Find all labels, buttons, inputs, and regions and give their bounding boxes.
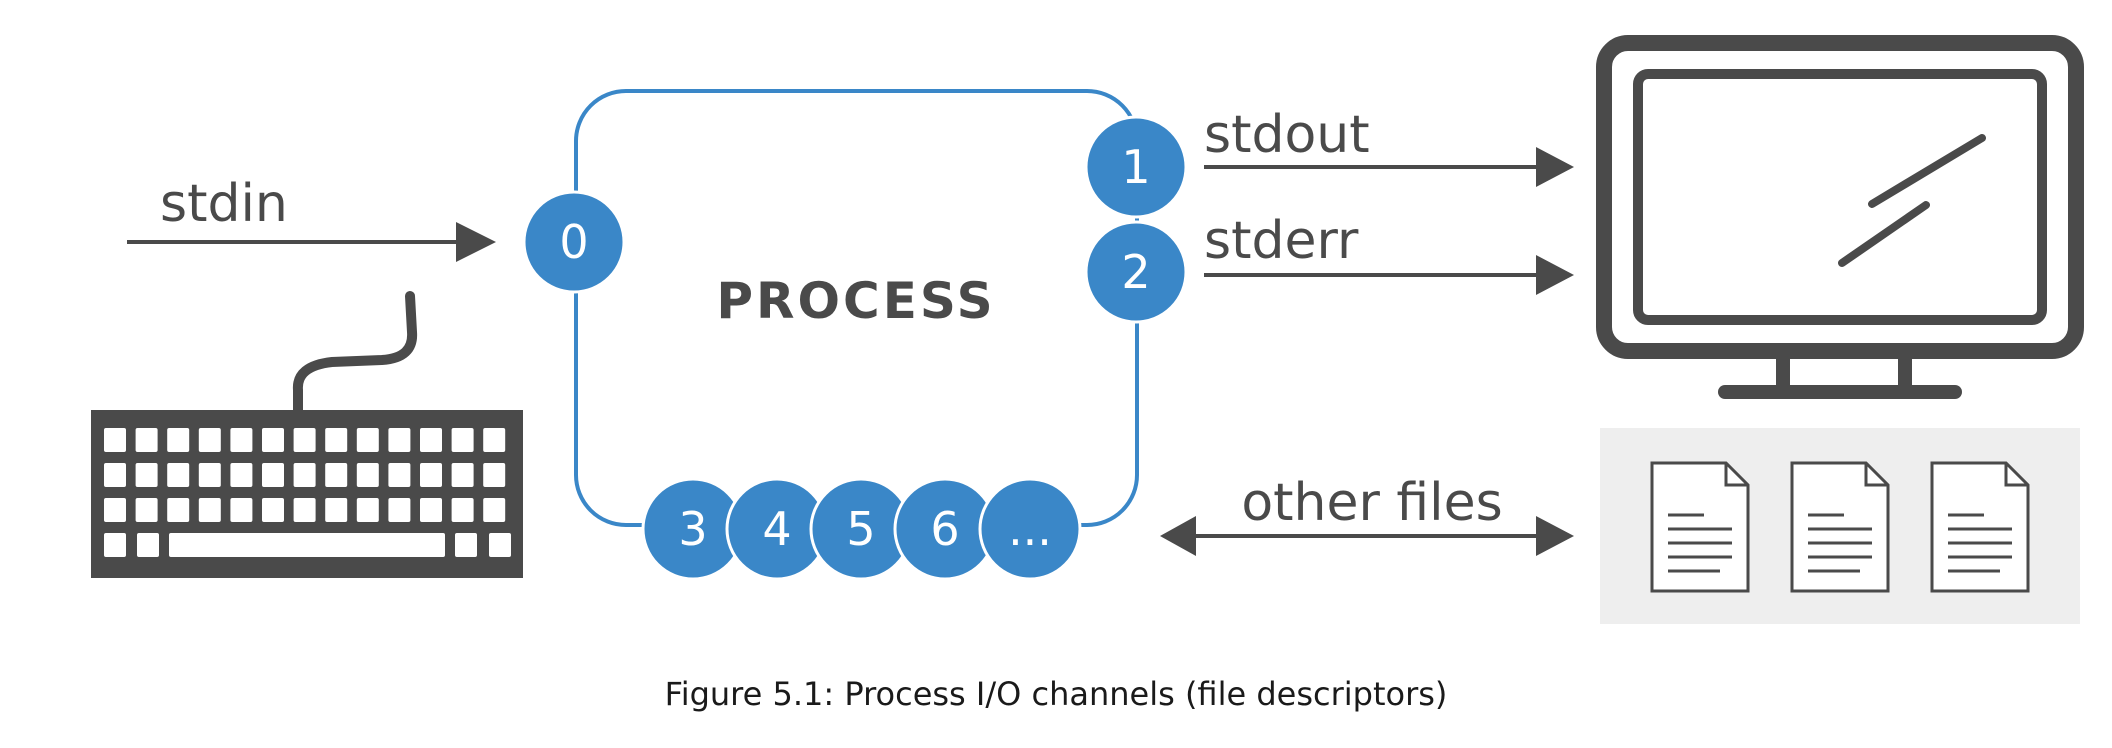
keyboard-key [455, 533, 477, 557]
keyboard-key [420, 428, 442, 452]
keyboard-key [293, 463, 316, 487]
keyboard-key [230, 498, 253, 522]
keyboard-key [489, 533, 511, 557]
keyboard-key [135, 498, 158, 522]
stdout-label: stdout [1204, 105, 1370, 165]
keyboard-key [451, 463, 474, 487]
keyboard-key [104, 498, 126, 522]
keyboard-key [135, 428, 158, 452]
fd-3-label: 3 [678, 502, 707, 556]
fd-3-circle: 3 [641, 477, 745, 581]
keyboard-key [483, 498, 506, 522]
fd-more-label: ... [1008, 502, 1052, 556]
keyboard-key [198, 463, 221, 487]
keyboard-key [262, 463, 284, 487]
fd-more-circle: ... [978, 477, 1082, 581]
stdin-label: stdin [160, 174, 288, 234]
stdin-arrow [127, 222, 496, 262]
keyboard-key [325, 463, 348, 487]
stdout-arrow [1204, 147, 1574, 187]
document-icon [1650, 461, 1750, 593]
keyboard-key [262, 428, 284, 452]
fd-5-circle: 5 [809, 477, 913, 581]
stderr-label: stderr [1204, 211, 1359, 271]
keyboard-key [293, 498, 316, 522]
fd-2-label: 2 [1121, 245, 1150, 299]
fd-2-circle: 2 [1084, 220, 1188, 324]
keyboard-key [325, 498, 348, 522]
process-label: PROCESS [716, 272, 995, 330]
fd-0-label: 0 [559, 215, 588, 269]
fd-0-circle: 0 [522, 190, 626, 294]
document-icon [1930, 461, 2030, 593]
keyboard-key [135, 463, 158, 487]
keyboard-key [451, 498, 474, 522]
keyboard-key [104, 463, 126, 487]
keyboard-key [230, 428, 253, 452]
keyboard-key [325, 428, 348, 452]
keyboard-key [198, 498, 221, 522]
fd-1-circle: 1 [1084, 115, 1188, 219]
keyboard-key [388, 463, 411, 487]
other-files-arrow [1160, 516, 1574, 556]
figure-caption: Figure 5.1: Process I/O channels (file d… [665, 675, 1448, 713]
keyboard-key [293, 428, 316, 452]
keyboard-key [104, 428, 126, 452]
keyboard-key [356, 428, 379, 452]
stderr-arrow [1204, 255, 1574, 295]
keyboard-key [230, 463, 253, 487]
keyboard-key [198, 428, 221, 452]
keyboard-icon [91, 291, 523, 578]
keyboard-key [167, 498, 190, 522]
keyboard-key [262, 498, 284, 522]
fd-4-circle: 4 [725, 477, 829, 581]
fd-6-label: 6 [930, 502, 959, 556]
keyboard-key [356, 463, 379, 487]
keyboard-key [169, 533, 445, 557]
fd-4-label: 4 [762, 502, 791, 556]
fd-1-label: 1 [1121, 140, 1150, 194]
document-icon [1790, 461, 1890, 593]
keyboard-key [420, 498, 442, 522]
keyboard-key [137, 533, 159, 557]
keyboard-key [388, 428, 411, 452]
keyboard-key [483, 463, 506, 487]
keyboard-key [451, 428, 474, 452]
monitor-icon [1596, 35, 2084, 399]
keyboard-key [167, 428, 190, 452]
keyboard-key [483, 428, 506, 452]
keyboard-key [420, 463, 442, 487]
keyboard-key [356, 498, 379, 522]
keyboard-key [388, 498, 411, 522]
other-files-label: other files [1241, 473, 1502, 533]
fd-5-label: 5 [846, 502, 875, 556]
keyboard-key [167, 463, 190, 487]
keyboard-key [104, 533, 126, 557]
